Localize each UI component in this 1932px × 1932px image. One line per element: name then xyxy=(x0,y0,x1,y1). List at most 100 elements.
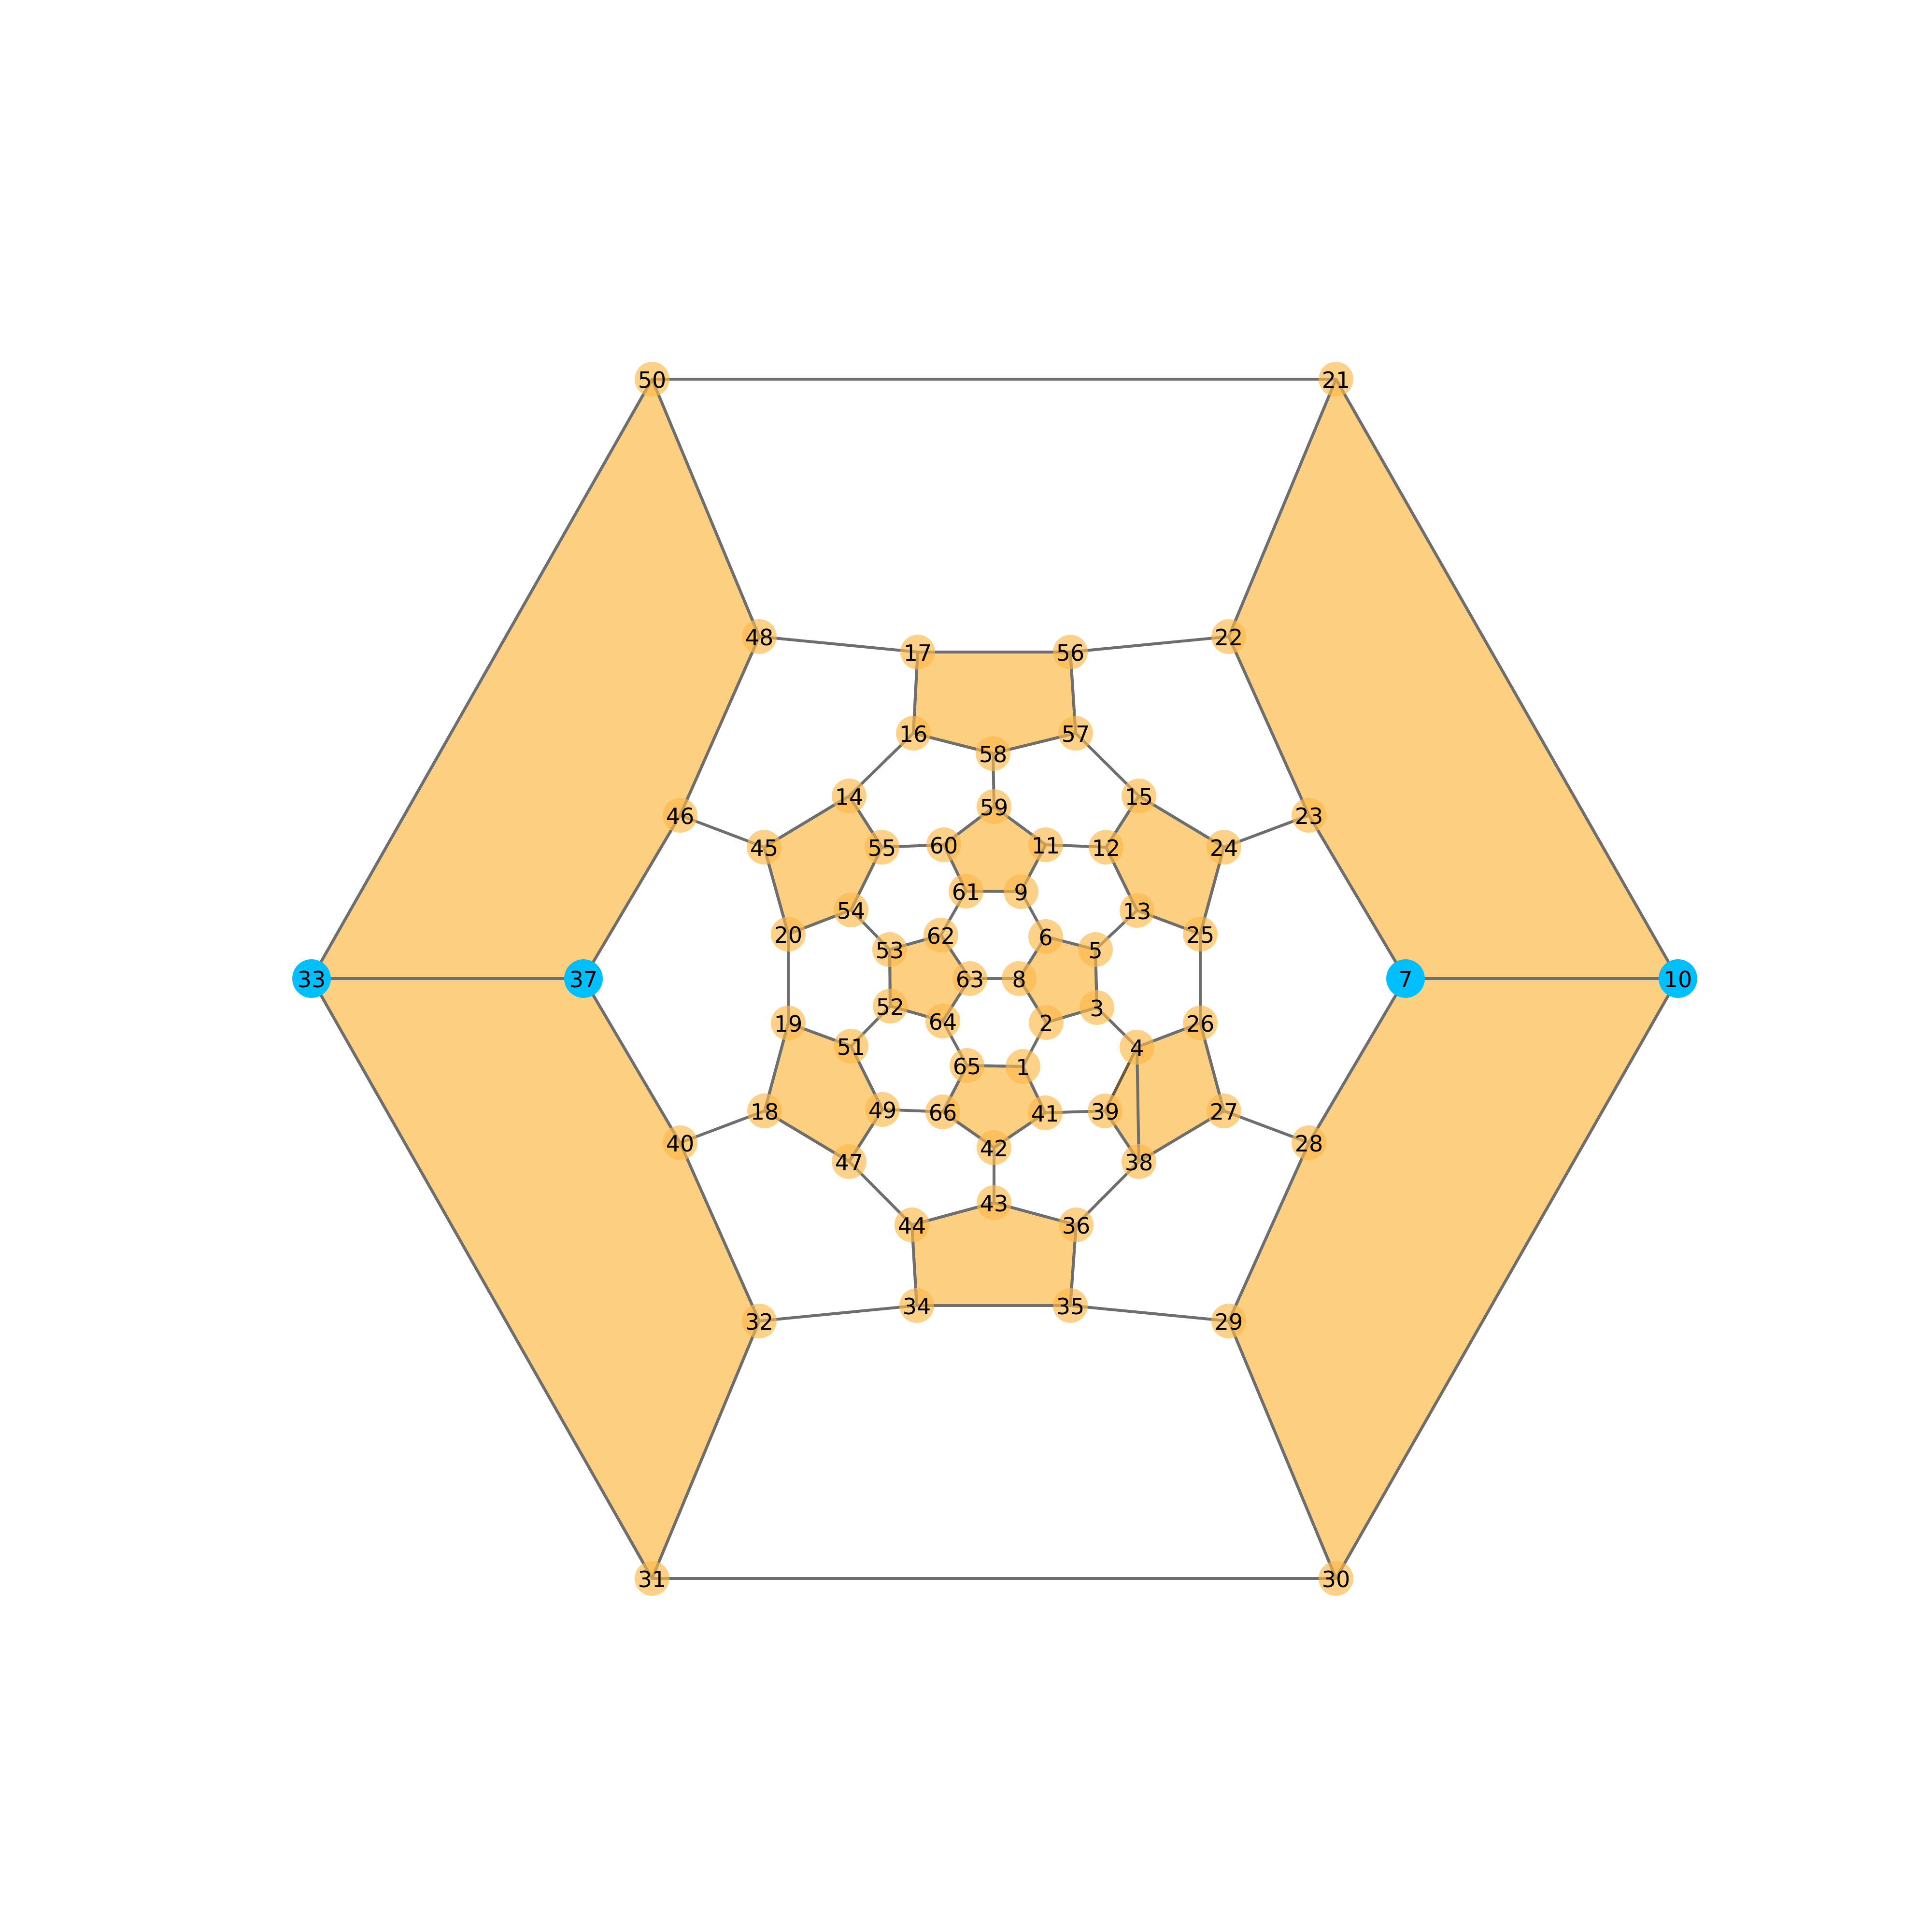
node-11-circle xyxy=(1028,827,1063,862)
edge-50-33 xyxy=(310,378,653,980)
node-48-label: 48 xyxy=(745,625,774,651)
node-35-label: 35 xyxy=(1056,1293,1085,1320)
node-36-label: 36 xyxy=(1062,1213,1091,1239)
node-34-circle xyxy=(899,1288,934,1323)
node-52-circle xyxy=(873,989,908,1023)
node-32-circle xyxy=(742,1304,777,1338)
node-11: 11 xyxy=(1028,827,1063,862)
edge-21-10 xyxy=(1335,378,1679,980)
node-65-label: 65 xyxy=(953,1053,981,1080)
node-20: 20 xyxy=(771,917,806,952)
node-54-circle xyxy=(834,893,868,927)
node-38-label: 38 xyxy=(1125,1150,1153,1176)
edge-37-40 xyxy=(582,977,682,1144)
node-1-label: 1 xyxy=(1016,1054,1030,1080)
node-21: 21 xyxy=(1319,362,1353,397)
node-6-label: 6 xyxy=(1038,924,1052,951)
node-8-circle xyxy=(1002,961,1037,996)
node-59: 59 xyxy=(977,789,1011,824)
node-8-label: 8 xyxy=(1012,966,1026,993)
node-41: 41 xyxy=(1028,1095,1063,1130)
node-66-circle xyxy=(925,1094,960,1129)
node-3-circle xyxy=(1080,990,1114,1025)
node-16: 16 xyxy=(896,716,931,751)
node-6: 6 xyxy=(1028,919,1063,954)
node-46: 46 xyxy=(663,798,697,833)
node-9-label: 9 xyxy=(1014,880,1028,906)
node-34-label: 34 xyxy=(903,1293,931,1320)
node-15: 15 xyxy=(1122,779,1156,813)
node-62: 62 xyxy=(923,918,958,952)
node-11-label: 11 xyxy=(1032,833,1060,859)
face-50-48-46-37-33 xyxy=(310,378,761,980)
node-40: 40 xyxy=(663,1125,697,1160)
node-26-circle xyxy=(1183,1006,1218,1040)
node-22-label: 22 xyxy=(1215,625,1243,651)
node-42-label: 42 xyxy=(980,1136,1009,1162)
node-7-circle xyxy=(1386,959,1425,998)
node-46-circle xyxy=(663,798,697,833)
node-5-label: 5 xyxy=(1088,938,1102,964)
edge-50-48 xyxy=(651,378,761,638)
edge-4-38 xyxy=(1136,1046,1140,1163)
edge-29-35 xyxy=(1069,1304,1230,1322)
edge-22-56 xyxy=(1069,635,1230,653)
node-65: 65 xyxy=(950,1048,984,1083)
node-62-label: 62 xyxy=(927,923,955,949)
face-21-10-7-23-22 xyxy=(1227,378,1679,980)
node-21-label: 21 xyxy=(1322,367,1350,393)
node-15-circle xyxy=(1122,779,1156,813)
node-62-circle xyxy=(923,918,958,952)
node-42-circle xyxy=(977,1130,1011,1165)
edge-33-31 xyxy=(310,977,653,1580)
node-4: 4 xyxy=(1120,1030,1154,1065)
node-22-circle xyxy=(1211,619,1246,654)
node-38: 38 xyxy=(1122,1144,1156,1179)
node-37-circle xyxy=(564,959,603,998)
node-19-label: 19 xyxy=(774,1011,803,1037)
node-25-circle xyxy=(1183,917,1218,952)
node-54: 54 xyxy=(834,893,868,927)
node-39-circle xyxy=(1088,1094,1122,1128)
node-23-circle xyxy=(1292,798,1326,833)
node-58: 58 xyxy=(976,736,1010,771)
node-9: 9 xyxy=(1004,874,1038,909)
node-22: 22 xyxy=(1211,619,1246,654)
node-46-label: 46 xyxy=(666,803,695,829)
edge-22-23 xyxy=(1227,635,1310,817)
node-55-circle xyxy=(865,830,899,865)
node-63: 63 xyxy=(952,961,987,996)
node-51-label: 51 xyxy=(837,1034,866,1060)
node-53: 53 xyxy=(872,932,907,967)
node-59-circle xyxy=(977,789,1011,824)
node-34: 34 xyxy=(899,1288,934,1323)
node-23: 23 xyxy=(1292,798,1326,833)
node-17-circle xyxy=(900,635,935,669)
node-26-label: 26 xyxy=(1186,1011,1215,1037)
node-39-label: 39 xyxy=(1091,1099,1120,1125)
node-47: 47 xyxy=(832,1144,867,1179)
edge-10-30 xyxy=(1335,977,1679,1580)
node-36: 36 xyxy=(1059,1208,1094,1242)
node-49-circle xyxy=(865,1092,900,1127)
node-66: 66 xyxy=(925,1094,960,1129)
node-60-label: 60 xyxy=(930,833,958,859)
node-31-label: 31 xyxy=(638,1566,667,1592)
node-50-circle xyxy=(635,362,669,397)
node-28-circle xyxy=(1292,1125,1326,1160)
node-12-circle xyxy=(1089,830,1123,865)
node-53-label: 53 xyxy=(876,938,904,964)
edges-layer xyxy=(310,378,1679,1580)
face-33-37-40-32-31 xyxy=(310,977,761,1580)
node-38-circle xyxy=(1122,1144,1156,1179)
node-4-label: 4 xyxy=(1130,1035,1144,1061)
node-31: 31 xyxy=(635,1561,669,1596)
node-5: 5 xyxy=(1078,932,1113,967)
faces-layer xyxy=(310,378,1679,1580)
edge-48-46 xyxy=(679,635,761,817)
node-29-label: 29 xyxy=(1215,1309,1243,1335)
node-47-label: 47 xyxy=(835,1150,864,1176)
edge-48-17 xyxy=(758,635,919,653)
node-15-label: 15 xyxy=(1125,784,1153,810)
node-41-circle xyxy=(1028,1095,1063,1130)
